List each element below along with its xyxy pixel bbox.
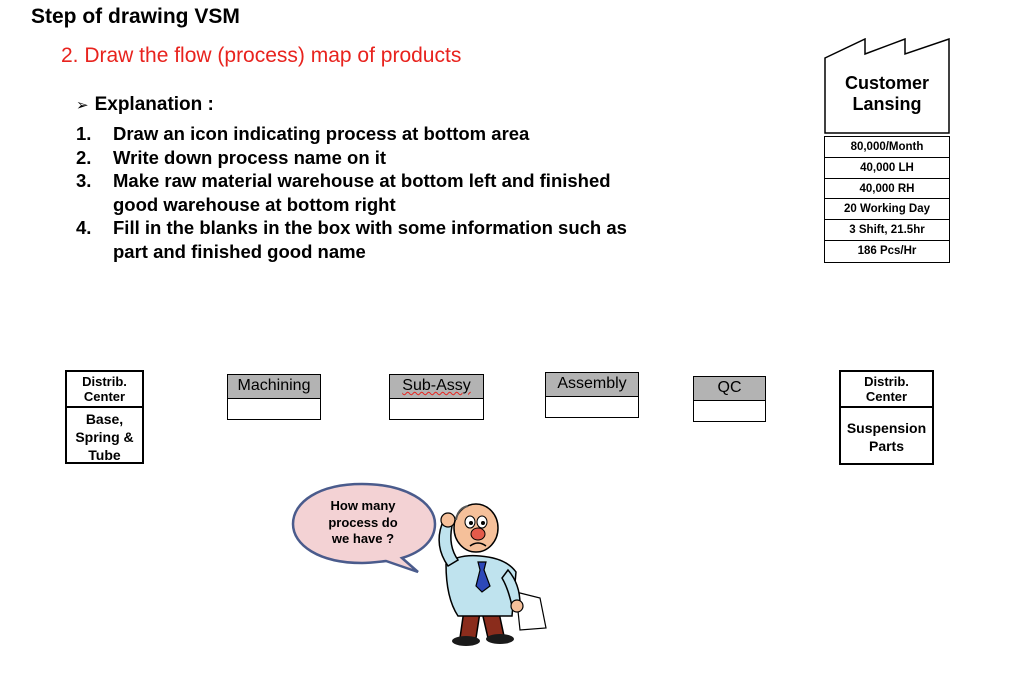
data-row: 186 Pcs/Hr: [857, 244, 917, 257]
step-item: 1. Draw an icon indicating process at bot…: [76, 122, 636, 146]
process-name: Assembly: [546, 373, 638, 397]
customer-factory: Customer Lansing: [824, 38, 950, 134]
dc-body-line: Base,: [85, 411, 124, 427]
process-blank: [228, 399, 320, 419]
step-text: Write down process name on it: [113, 146, 387, 168]
step-text: Fill in the blanks in the box with some …: [113, 217, 627, 262]
arrowhead-bullet-icon: ➢: [76, 97, 89, 114]
bubble-text-line: we have ?: [331, 531, 395, 546]
data-row: 3 Shift, 21.5hr: [825, 220, 949, 241]
step-item: 4. Fill in the blanks in the box with som…: [76, 216, 636, 263]
process-name: Sub-Assy: [390, 375, 483, 399]
data-row: 80,000/Month: [825, 137, 949, 158]
process-box-machining: Machining: [227, 374, 321, 420]
speech-bubble: How many process do we have ?: [290, 480, 450, 580]
customer-name: Customer Lansing: [824, 73, 950, 115]
bubble-text-line: process do: [328, 514, 398, 530]
dc-body-line: Spring &: [75, 429, 134, 445]
confused-man-icon: [438, 503, 547, 646]
dc-header-line: Distrib.: [82, 374, 127, 389]
steps-list: 1. Draw an icon indicating process at bot…: [76, 122, 636, 263]
dc-body: Suspension Parts: [841, 408, 932, 455]
dc-body-line: Tube: [88, 447, 121, 463]
dc-body-line: Suspension: [846, 420, 927, 436]
bubble-text-line: How many: [330, 498, 396, 513]
customer-name-line: Lansing: [852, 94, 922, 114]
process-box-qc: QC: [693, 376, 766, 422]
right-distribution-center: Distrib. Center Suspension Parts: [839, 370, 934, 465]
dc-header-line: Distrib.: [864, 374, 909, 389]
data-row: 40,000 LH: [825, 158, 949, 179]
step-number: 4.: [76, 217, 92, 238]
customer-name-line: Customer: [844, 73, 929, 93]
step-number: 1.: [76, 123, 92, 144]
confused-man-illustration: [420, 500, 550, 650]
dc-body-line: Parts: [868, 438, 905, 454]
step-text: Make raw material warehouse at bottom le…: [113, 170, 611, 215]
factory-icon: [824, 38, 950, 134]
step-number: 3.: [76, 170, 92, 191]
process-name: Machining: [228, 375, 320, 399]
process-box-sub-assy: Sub-Assy: [389, 374, 484, 420]
step-item: 3. Make raw material warehouse at bottom …: [76, 169, 636, 216]
dc-header: Distrib. Center: [67, 372, 142, 408]
process-blank: [546, 397, 638, 417]
process-name: QC: [694, 377, 765, 401]
customer-data-box: 80,000/Month 40,000 LH 40,000 RH 20 Work…: [824, 136, 950, 263]
dc-header-line: Center: [865, 389, 908, 404]
explanation-label-text: Explanation :: [94, 94, 214, 115]
slide-heading: Step of drawing VSM: [31, 5, 240, 28]
bubble-text: How many process do we have ?: [304, 498, 422, 548]
process-blank: [694, 401, 765, 421]
step-text: Draw an icon indicating process at botto…: [113, 123, 530, 144]
data-row: 40,000 RH: [825, 179, 949, 200]
data-row: 20 Working Day: [825, 199, 949, 221]
explanation-label: ➢ Explanation :: [76, 94, 214, 116]
process-box-assembly: Assembly: [545, 372, 639, 418]
left-distribution-center: Distrib. Center Base, Spring & Tube: [65, 370, 144, 464]
dc-header: Distrib. Center: [841, 372, 932, 408]
speech-bubble-shape: [291, 482, 437, 574]
dc-body: Base, Spring & Tube: [67, 408, 142, 464]
process-blank: [390, 399, 483, 419]
step-number: 2.: [76, 146, 92, 168]
step-item: 2. Write down process name on it: [76, 146, 636, 170]
slide-subheading: 2. Draw the flow (process) map of produc…: [61, 44, 462, 67]
dc-header-line: Center: [83, 389, 126, 404]
